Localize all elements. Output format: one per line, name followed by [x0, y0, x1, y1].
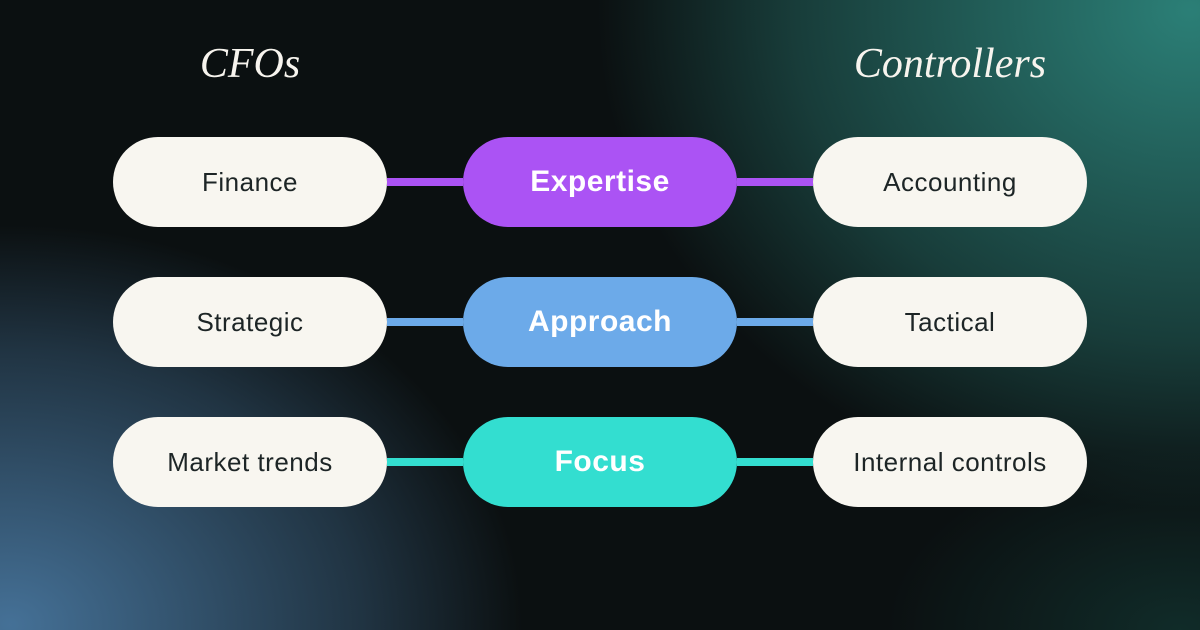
cfo-attribute-pill: Strategic	[113, 277, 387, 367]
category-pill: Focus	[463, 417, 737, 507]
pill-label: Approach	[527, 305, 672, 338]
controller-attribute-pill: Accounting	[813, 137, 1087, 227]
comparison-row-focus: Market trends Focus Internal controls	[0, 417, 1200, 507]
cfo-attribute-pill: Market trends	[113, 417, 387, 507]
pill-label: Market trends	[167, 446, 333, 477]
connector-line	[737, 318, 813, 326]
connector-line	[387, 458, 463, 466]
category-pill: Expertise	[463, 137, 737, 227]
connector-line	[737, 458, 813, 466]
right-column-header: Controllers	[853, 41, 1047, 87]
pill-label: Finance	[202, 166, 298, 197]
comparison-row-expertise: Finance Expertise Accounting	[0, 137, 1200, 227]
pill-label: Strategic	[196, 306, 304, 337]
controller-attribute-pill: Tactical	[813, 277, 1087, 367]
pill-label: Tactical	[904, 306, 996, 337]
pill-label: Internal controls	[853, 446, 1047, 477]
pill-label: Accounting	[883, 166, 1017, 197]
comparison-rows: Finance Expertise Accounting Strategic A…	[0, 137, 1200, 507]
category-pill: Approach	[463, 277, 737, 367]
left-column-header: CFOs	[199, 41, 301, 87]
connector-line	[387, 178, 463, 186]
pill-label: Expertise	[530, 165, 670, 198]
connector-line	[737, 178, 813, 186]
connector-line	[387, 318, 463, 326]
comparison-row-approach: Strategic Approach Tactical	[0, 277, 1200, 367]
controller-attribute-pill: Internal controls	[813, 417, 1087, 507]
cfo-attribute-pill: Finance	[113, 137, 387, 227]
pill-label: Focus	[554, 445, 646, 478]
column-headers: CFOs Controllers	[0, 36, 1200, 92]
